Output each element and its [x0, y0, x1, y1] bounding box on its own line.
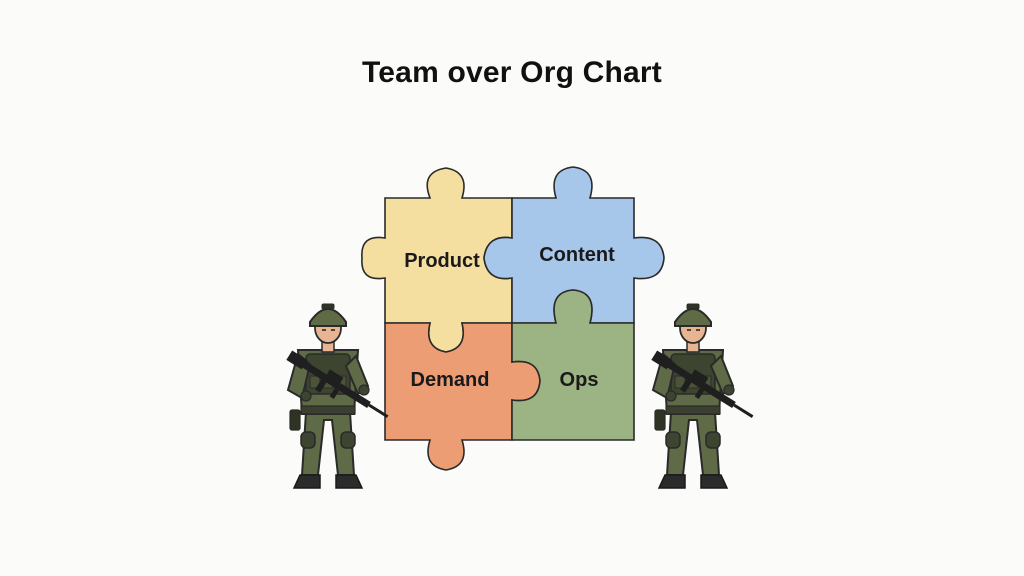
soldier-right-icon: [645, 303, 759, 489]
piece-label-demand: Demand: [411, 369, 490, 391]
piece-label-content: Content: [539, 244, 615, 266]
soldier-left-icon: [280, 303, 394, 489]
puzzle-piece-ops: [511, 289, 635, 441]
piece-label-ops: Ops: [560, 369, 599, 391]
piece-label-product: Product: [404, 250, 480, 272]
puzzle: Product Content Demand Ops: [361, 166, 665, 471]
page-title: Team over Org Chart: [362, 56, 662, 89]
